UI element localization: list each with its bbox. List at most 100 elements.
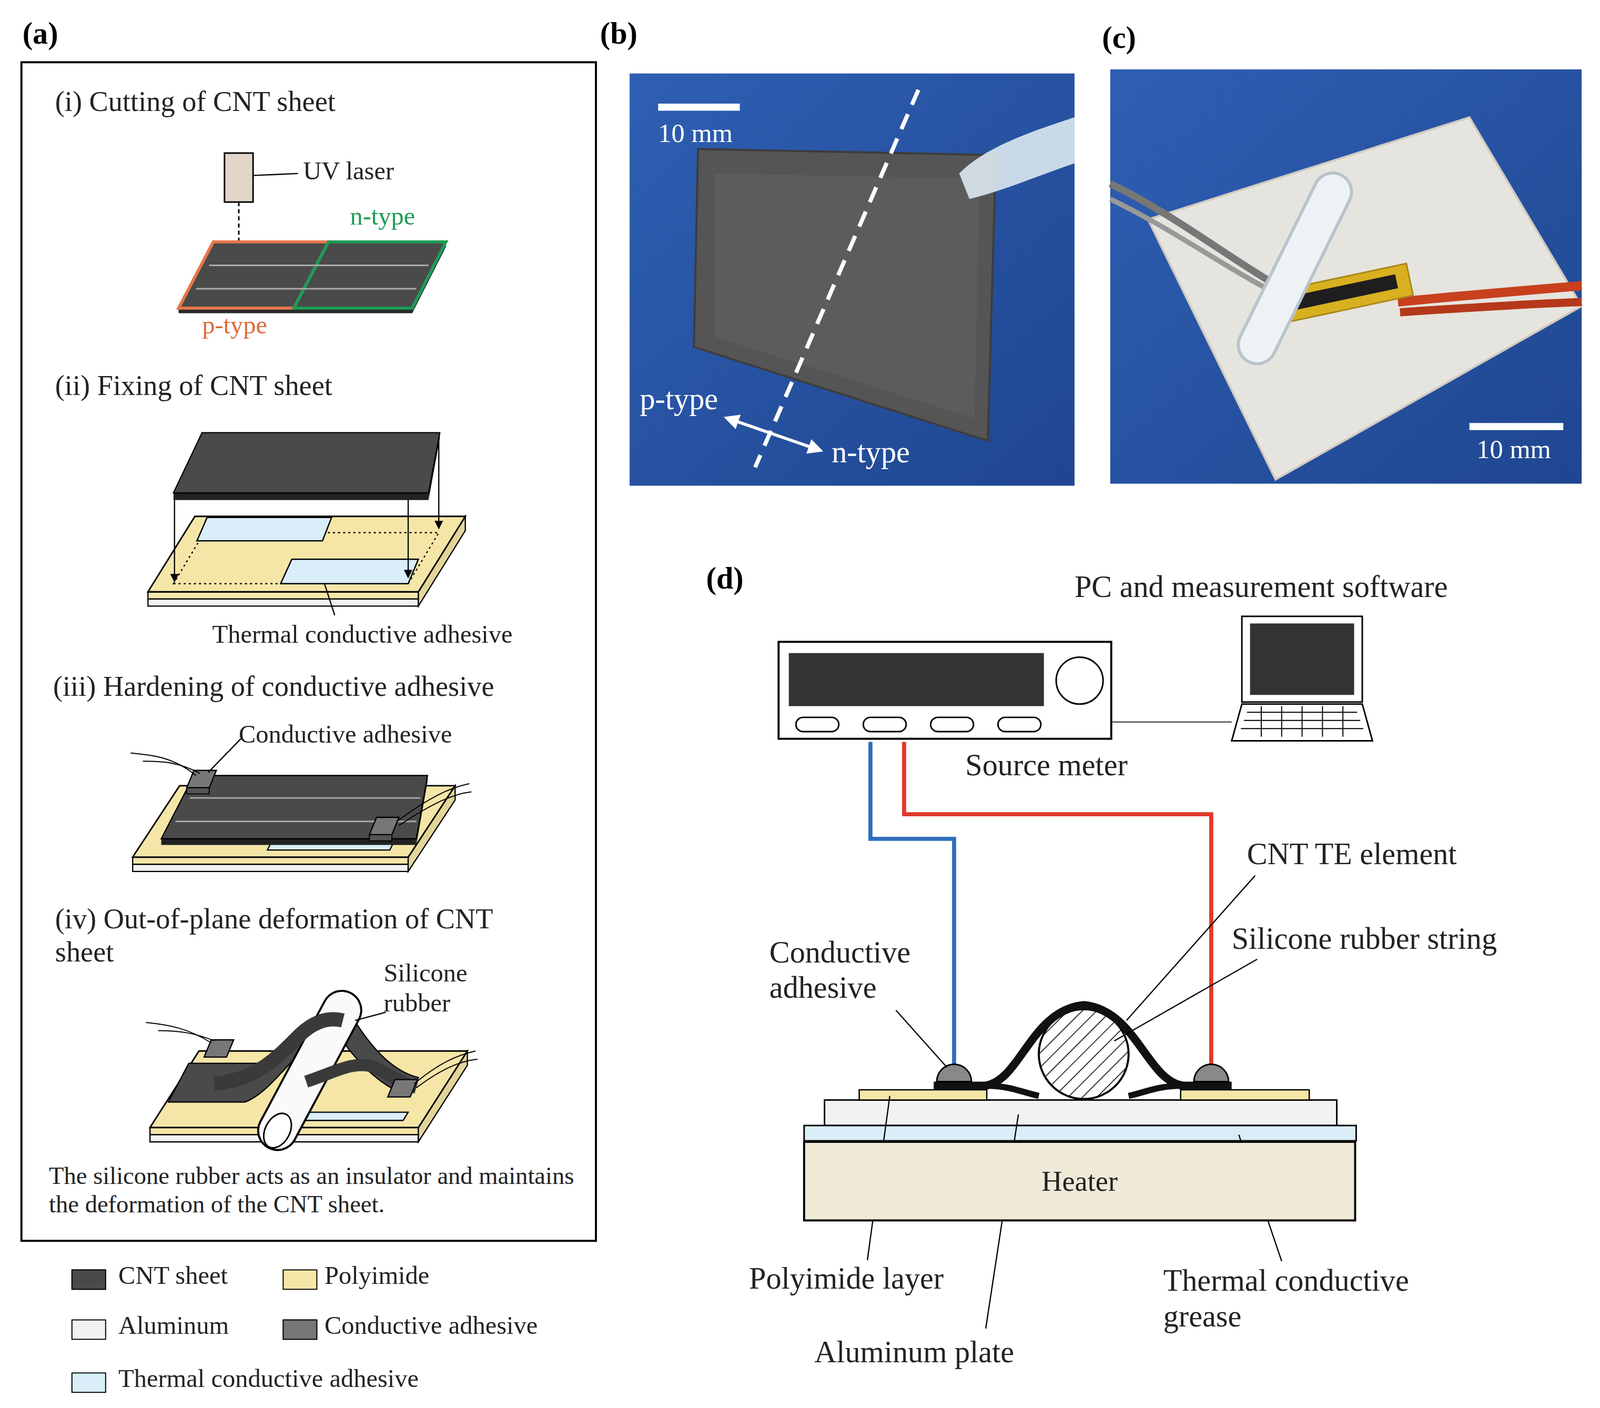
node-text: Source meter (965, 747, 1128, 784)
part-label: p-type (201, 311, 268, 341)
part-label: UV laser (302, 157, 394, 187)
te-element-art (804, 1125, 1357, 1141)
node-text: PC and measurement software (1074, 569, 1448, 605)
laptop-art (1241, 616, 1363, 703)
hardening-step (130, 753, 196, 776)
te-element-art (936, 1064, 972, 1082)
leader-lines (895, 1010, 947, 1068)
deformation-step (414, 1050, 476, 1084)
photo-b (714, 173, 980, 419)
photo-c (1469, 422, 1564, 431)
photo-b (629, 73, 1075, 486)
photo-c (1110, 198, 1281, 296)
photo-c (1110, 69, 1582, 484)
part-label: p-type (639, 381, 718, 418)
hardening-step (189, 797, 421, 799)
photo-b (693, 148, 996, 441)
source-meter-art (930, 717, 974, 732)
node-text: (iii) Hardening of conductive adhesive (53, 670, 495, 704)
laptop-art (1250, 623, 1355, 695)
hardening-step (186, 770, 217, 788)
laptop-art (1231, 704, 1373, 742)
legend-text: Aluminum (118, 1311, 229, 1341)
deformation-step (158, 1030, 215, 1041)
te-element-art (984, 1085, 1184, 1096)
part-label: (c) (1101, 20, 1137, 56)
fixing-step (196, 517, 332, 542)
hardening-step (208, 738, 241, 773)
te-element-art (859, 1089, 988, 1100)
part-label: 10 mm (657, 118, 733, 149)
fixing-step (147, 516, 465, 593)
cnt-sheet-cut (178, 241, 447, 314)
deformation-step (145, 1010, 478, 1153)
te-element-art (824, 1099, 1338, 1126)
deformation-step (204, 1039, 234, 1058)
source-meter-art (1056, 656, 1103, 704)
cnt-sheet-cut (209, 264, 429, 267)
deformation-step (416, 1059, 478, 1088)
part-label: Aluminum plate (814, 1334, 1015, 1371)
fixing-step (324, 583, 335, 616)
part-label: (d) (706, 561, 744, 597)
source-meter-art (863, 717, 906, 732)
part-label: (a) (22, 16, 59, 52)
leader-lines (867, 875, 1282, 1329)
legend-text: CNT sheet (118, 1261, 228, 1291)
cnt-sheet-cut (294, 241, 447, 309)
deformation-step (258, 1108, 298, 1153)
fixing-step (407, 500, 409, 578)
part-label: Silicone rubber (383, 959, 496, 1019)
node-text: (ii) Fixing of CNT sheet (55, 369, 333, 402)
source-meter: Source meter (777, 640, 1112, 740)
legend-swatch (282, 1319, 318, 1341)
part-label: 10 mm (1476, 434, 1552, 465)
photo-c (1148, 117, 1583, 480)
photo-b (959, 117, 1075, 199)
legend-swatch (282, 1269, 318, 1290)
fixing-step (173, 492, 429, 501)
node-text: Heater (805, 1165, 1355, 1199)
legend-text: Polyimide (324, 1261, 430, 1291)
part-label: Conductive adhesive (769, 934, 949, 1006)
photo-c (1257, 191, 1333, 346)
photo-b (657, 103, 740, 111)
part-label: Thermal conductive grease (1163, 1263, 1460, 1334)
fixing-step (438, 440, 440, 529)
legend-swatch (71, 1269, 107, 1290)
hardening-step (130, 738, 472, 872)
cnt-sheet-cut (178, 241, 447, 314)
photo-c (1400, 301, 1582, 312)
photo-b (629, 73, 1075, 486)
legend-text: Conductive adhesive (324, 1311, 538, 1341)
source-meter-art (788, 653, 1045, 707)
fixing-step (173, 432, 440, 493)
node-text: (i) Cutting of CNT sheet (55, 85, 336, 119)
deformation-step (355, 1012, 386, 1021)
legend-swatch (71, 1319, 107, 1341)
photo-c (1110, 69, 1582, 484)
node-text: The silicone rubber acts as an insulator… (48, 1162, 590, 1219)
source-meter-art (788, 653, 1104, 732)
connector-line (1112, 721, 1232, 723)
hardening-step (369, 817, 399, 835)
deformation-step (387, 1079, 418, 1098)
fixing-step (147, 432, 465, 616)
photo-c (1257, 191, 1333, 346)
fixing-step (280, 559, 419, 584)
node-text: (iv) Out-of-plane deformation of CNT she… (55, 903, 494, 969)
source-meter-art (997, 717, 1041, 732)
te-element-art (1193, 1064, 1229, 1082)
part-label: n-type (831, 434, 910, 470)
photo-c (1110, 183, 1281, 288)
photo-b (755, 89, 919, 468)
hardening-step (399, 792, 472, 826)
hardening-step (369, 834, 392, 842)
photo-b (736, 421, 811, 448)
hardening-step (132, 864, 409, 872)
part-label: Thermal conductive adhesive (212, 620, 513, 651)
heater-block: Heater (803, 1140, 1357, 1222)
te-element-art (1180, 1089, 1310, 1100)
